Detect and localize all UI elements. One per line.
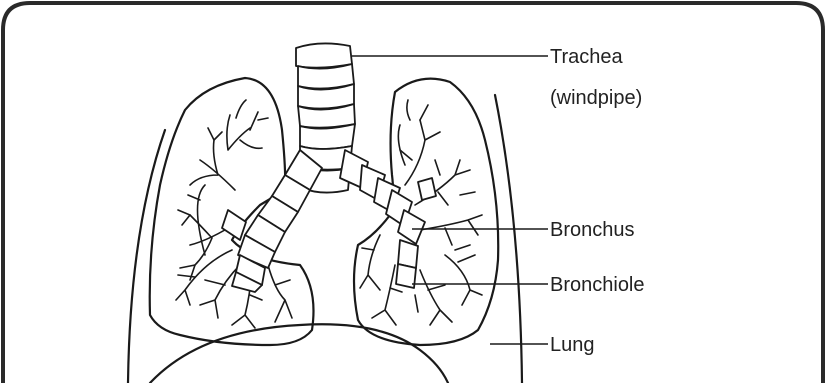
left-bronchus	[222, 150, 322, 292]
diagram-frame	[3, 3, 823, 383]
lung-label: Lung	[550, 334, 595, 356]
trachea-label-windpipe: (windpipe)	[550, 87, 642, 109]
trachea-label: Trachea	[550, 46, 624, 68]
bronchus-label: Bronchus	[550, 219, 635, 241]
bronchiole-label: Bronchiole	[550, 274, 645, 296]
right-lung	[354, 79, 498, 345]
